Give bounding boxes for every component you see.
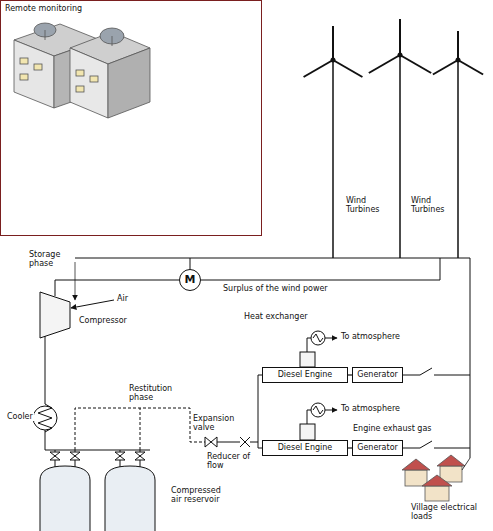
air-pipe xyxy=(45,336,46,404)
node-text: Remote monitoring xyxy=(5,4,82,13)
part-label: Air xyxy=(116,294,129,303)
part-label: Storage phase xyxy=(28,250,74,268)
part-label: Cooler xyxy=(6,412,34,421)
turbine-blade xyxy=(304,60,333,77)
air-tank xyxy=(40,466,155,531)
part-label: To atmosphere xyxy=(340,332,401,341)
engine-box: Diesel Engine xyxy=(262,440,348,456)
generator-box: Generator xyxy=(352,367,403,383)
node-text: M xyxy=(185,274,196,287)
part-label: Reducer of flow xyxy=(206,452,254,470)
turbine-blade xyxy=(433,60,458,75)
monitoring-frame: Remote monitoring xyxy=(0,0,262,236)
node-text: Generator xyxy=(357,370,398,379)
part-label: Village electrical loads xyxy=(410,503,492,521)
turbine-blade xyxy=(458,60,483,75)
restitution-line xyxy=(140,408,141,450)
part-label: Restitution phase xyxy=(128,384,182,402)
air-pipe xyxy=(217,442,240,443)
compressor-symbol xyxy=(40,292,70,338)
turbine-blade xyxy=(399,19,401,55)
wind-turbine xyxy=(333,55,458,258)
part-label: Engine exhaust gas xyxy=(352,424,433,433)
engine-box: Diesel Engine xyxy=(262,367,348,383)
part-label: Compressor xyxy=(78,316,128,325)
part-label: Heat exchanger xyxy=(243,312,309,321)
cooler-symbol xyxy=(33,406,57,430)
generator-box: Generator xyxy=(352,440,403,456)
electrical-wire xyxy=(75,258,470,458)
node-text: Diesel Engine xyxy=(278,370,333,379)
expansion-valve-symbol xyxy=(205,437,217,447)
part-label: Surplus of the wind power xyxy=(222,284,329,293)
turbine-blade xyxy=(332,26,334,60)
motor-circle: M xyxy=(179,269,201,291)
flow-arrow xyxy=(325,338,337,339)
cooler-symbol xyxy=(38,404,52,432)
node-text: Diesel Engine xyxy=(278,443,333,452)
house-icon xyxy=(402,455,470,501)
node-text: Generator xyxy=(357,443,398,452)
turbine-hub xyxy=(398,53,403,58)
part-label: Compressed air reservoir xyxy=(170,486,234,504)
part-label: Wind Turbines xyxy=(345,196,389,214)
turbine-blade xyxy=(369,55,400,73)
restitution-line xyxy=(75,408,205,450)
flow-arrow xyxy=(325,410,337,411)
turbine-blade xyxy=(400,55,431,73)
flow-arrow xyxy=(75,262,76,300)
turbine-blade xyxy=(333,60,362,77)
turbine-blades xyxy=(304,19,484,77)
exhaust-stack xyxy=(300,352,315,440)
turbine-blade xyxy=(457,31,459,60)
part-label: Expansion valve xyxy=(192,414,238,432)
part-label: To atmosphere xyxy=(340,404,401,413)
turbine-hub xyxy=(456,58,461,63)
building-icon xyxy=(14,23,150,118)
turbine-hub xyxy=(331,58,336,63)
air-pipe xyxy=(45,430,150,450)
flow-reducer-symbol xyxy=(240,437,250,447)
air-inlet xyxy=(71,300,114,308)
part-label: Wind Turbines xyxy=(410,196,454,214)
air-pipe xyxy=(250,375,262,442)
